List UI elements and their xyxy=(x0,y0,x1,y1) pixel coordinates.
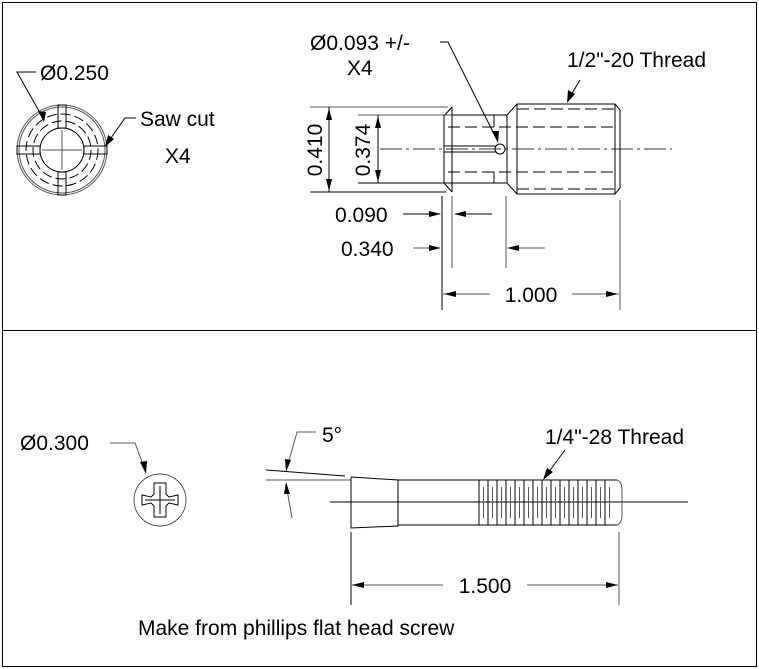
saw-cut-callout: Saw cut X4 xyxy=(105,108,215,168)
dimension-1500: 1.500 xyxy=(350,532,620,605)
saw-cut-label: Saw cut xyxy=(140,108,215,131)
extension-lines xyxy=(441,196,621,310)
arrowhead-icon xyxy=(567,90,575,103)
top-thread-label: 1/2"-20 Thread xyxy=(567,49,706,72)
dim-0374-label: 0.374 xyxy=(352,123,375,176)
collet-end-view xyxy=(16,104,108,196)
screw-head-view xyxy=(133,473,187,527)
dimension-0410: 0.410 xyxy=(304,106,448,193)
angle-label: 5° xyxy=(322,424,342,447)
thread-lines xyxy=(478,480,610,525)
diameter-0250-callout: Ø0.250 xyxy=(16,62,109,122)
hole-diameter-label: Ø0.093 +/- xyxy=(310,32,410,55)
top-thread-callout: 1/2"-20 Thread xyxy=(567,49,706,103)
dim-0410-label: 0.410 xyxy=(304,124,327,177)
arrowhead-icon xyxy=(38,111,46,122)
head-diameter-label: Ø0.300 xyxy=(20,432,89,455)
saw-cut-count: X4 xyxy=(165,145,191,168)
hole-callout: Ø0.093 +/- X4 xyxy=(310,32,499,143)
diameter-0300-callout: Ø0.300 xyxy=(20,432,147,474)
dim-0340-label: 0.340 xyxy=(341,238,394,261)
end-view-diameter-label: Ø0.250 xyxy=(40,62,109,85)
arrowhead-icon xyxy=(105,135,114,147)
dim-0090-label: 0.090 xyxy=(335,204,388,227)
arrowhead-icon xyxy=(284,482,290,494)
dimension-0374: 0.374 xyxy=(352,114,452,184)
bottom-thread-callout: 1/4"-28 Thread xyxy=(543,426,684,480)
dim-1500-label: 1.500 xyxy=(459,575,512,598)
dimension-0340: 0.340 xyxy=(341,238,545,261)
dim-1000-label: 1.000 xyxy=(505,284,558,307)
phillips-recess-icon xyxy=(141,482,179,518)
arrowhead-icon xyxy=(543,468,553,480)
dimension-0090: 0.090 xyxy=(335,204,492,227)
fabrication-note: Make from phillips flat head screw xyxy=(138,617,455,640)
bottom-thread-label: 1/4"-28 Thread xyxy=(545,426,684,449)
arrowhead-icon xyxy=(492,131,499,143)
hole-count-label: X4 xyxy=(347,57,373,80)
angle-callout: 5° xyxy=(265,424,351,519)
collet-side-view xyxy=(380,103,672,195)
arrowhead-icon xyxy=(285,459,291,472)
dimension-1000: 1.000 xyxy=(443,284,619,307)
screw-side-view xyxy=(330,476,688,529)
arrowhead-icon xyxy=(140,461,147,474)
